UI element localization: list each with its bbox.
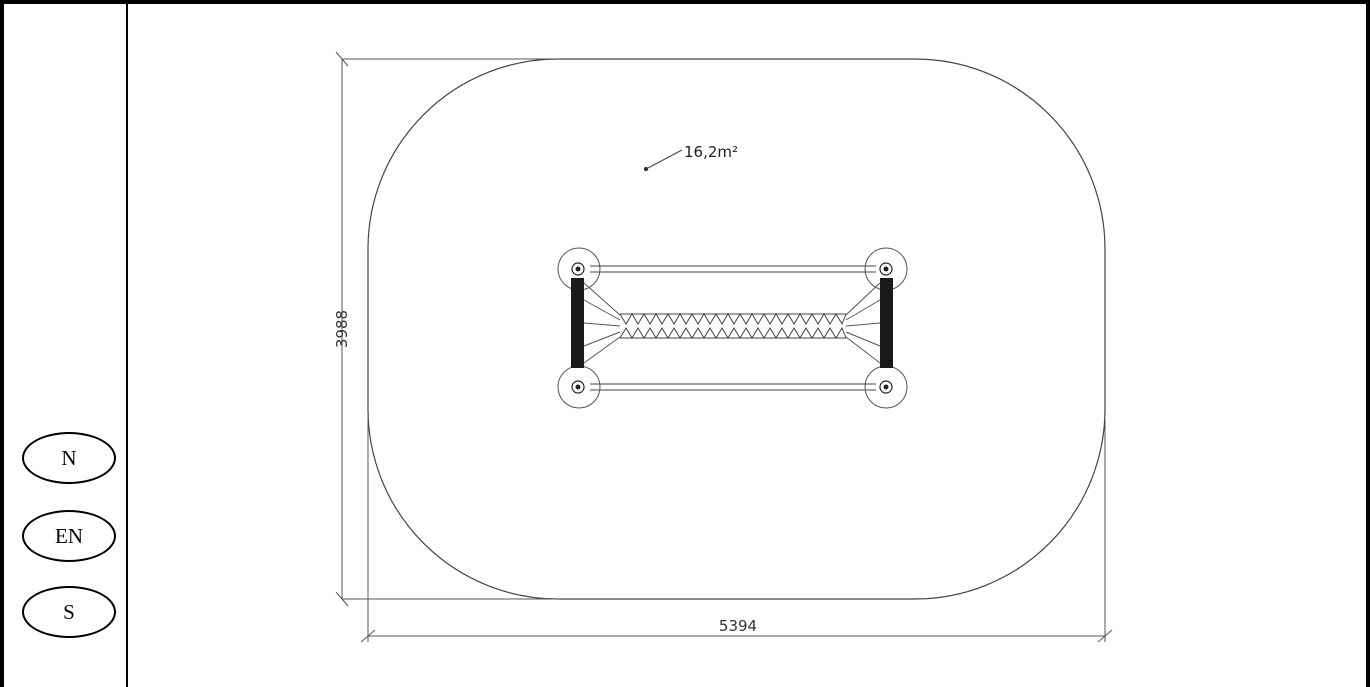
corner-fixing-centers [575,266,889,390]
rails [590,265,876,391]
sidebar-divider [126,0,128,687]
area-label: 16,2m² [684,143,738,161]
height-dimension [335,51,560,607]
safety-zone-outline [367,58,1106,600]
badge-en-label: EN [55,523,83,548]
width-dimension-label: 5394 [719,617,757,635]
badge-n: N [22,432,116,484]
rope-bridge-equipment [557,247,908,409]
badge-s: S [22,586,116,638]
rope-fans [583,282,881,364]
left-post-bar [571,278,584,368]
badge-n-label: N [61,445,77,470]
right-post-bar [880,278,893,368]
badge-en: EN [22,510,116,562]
net-pattern [619,313,847,339]
width-dimension [360,420,1113,643]
height-dimension-label: 3988 [333,310,351,348]
corner-fixings [571,262,893,394]
area-leader [644,149,683,171]
badge-s-label: S [63,599,75,624]
